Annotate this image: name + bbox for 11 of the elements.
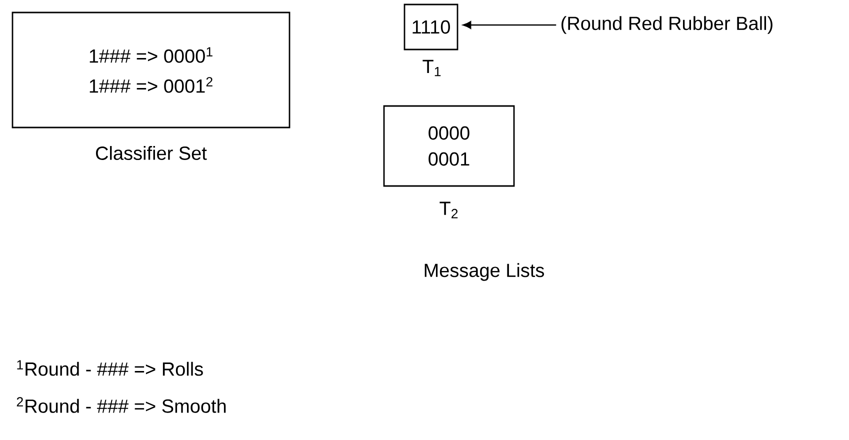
footnote: $^{1}$Round - ### => Rolls [17, 360, 203, 376]
classifier-box: 1### => 0000$^{1}$ 1### => 0001$^{2}$ [12, 12, 290, 128]
annotation-text: (Round Red Rubber Ball) [562, 16, 772, 34]
set-caption: Classifier Set [96, 146, 207, 160]
footnote: $^{2}$Round - ### => Smooth [16, 397, 226, 413]
section-label: Message Lists [424, 263, 544, 281]
list-label: T$_{2}$ [440, 202, 458, 218]
message-box: 1110 [404, 4, 458, 50]
arrow [462, 21, 556, 29]
list-label: T$_{1}$ [422, 60, 441, 76]
message-box: 0000 0001 [383, 105, 515, 187]
